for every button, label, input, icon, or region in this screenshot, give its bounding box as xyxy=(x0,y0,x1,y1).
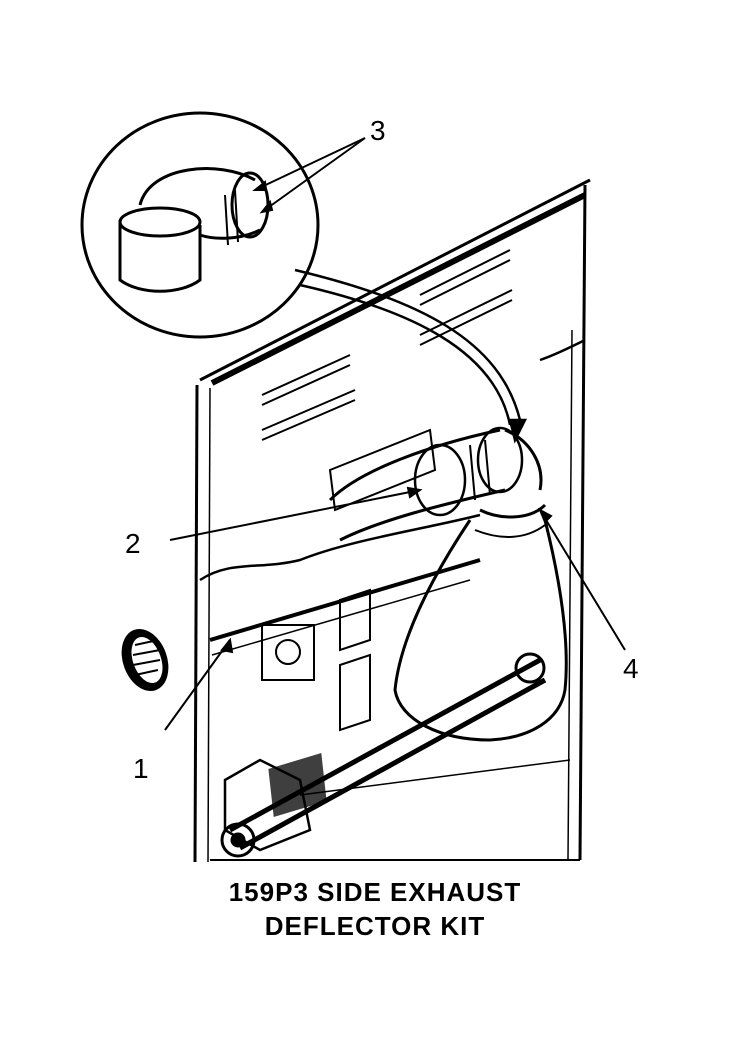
drive-belt-assembly xyxy=(210,652,580,861)
exhaust-duct xyxy=(328,426,568,742)
side-vent-grille xyxy=(121,629,169,691)
dryer-cabinet xyxy=(193,178,591,863)
callout-3: 3 xyxy=(370,115,386,146)
callout-2: 2 xyxy=(125,528,141,559)
diagram-caption-line1: 159P3 SIDE EXHAUST xyxy=(228,877,522,907)
callout-4: 4 xyxy=(623,653,639,684)
callout-1: 1 xyxy=(133,753,149,784)
leader-lines xyxy=(164,137,626,731)
detail-magnifier xyxy=(80,111,320,339)
detail-arrow xyxy=(294,268,528,444)
diagram-caption-line2: DEFLECTOR KIT xyxy=(264,911,486,941)
